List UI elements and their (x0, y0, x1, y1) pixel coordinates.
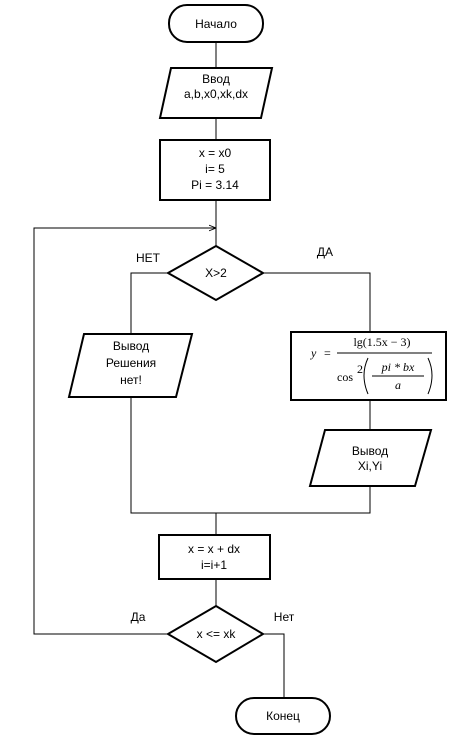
increment-line-1: x = x + dx (188, 542, 240, 556)
condition1-diamond: X>2 (165, 244, 266, 302)
yes-output-line-2: Xi,Yi (358, 459, 382, 473)
no-output-line-3: нет! (120, 373, 142, 387)
increment-block: x = x + dx i=i+1 (158, 534, 271, 580)
formula-numerator: lg(1.5x − 3) (353, 335, 410, 349)
init-line-3: Pi = 3.14 (191, 178, 239, 192)
formula-block: y = lg(1.5x − 3) cos 2 pi * bx a (290, 331, 447, 401)
formula-cos: cos (337, 370, 353, 384)
condition1-yes-label: ДА (317, 245, 333, 259)
no-output-line-1: Вывод (113, 339, 149, 353)
increment-line-2: i=i+1 (201, 558, 227, 572)
connector-condition2-no (263, 633, 285, 698)
condition1-label: X>2 (205, 266, 227, 280)
input-variables: a,b,x0,xk,dx (184, 87, 248, 101)
condition2-diamond: x <= xk (166, 604, 265, 664)
input-block: Ввод a,b,x0,xk,dx (158, 67, 274, 119)
connector-condition1-no (130, 272, 168, 334)
formula-right-paren (427, 357, 433, 395)
init-line-1: x = x0 (199, 146, 232, 160)
connector-no-output-to-merge (130, 397, 216, 514)
connector-condition1-yes (263, 272, 371, 332)
condition2-yes-label: Да (131, 610, 146, 624)
end-terminator: Конец (235, 697, 331, 735)
condition1-no-label: НЕТ (136, 251, 161, 265)
formula-inner-denominator: a (395, 378, 401, 392)
input-title: Ввод (202, 72, 230, 86)
formula-inner-numerator: pi * bx (381, 360, 415, 374)
end-label: Конец (266, 709, 300, 723)
no-output-line-2: Решения (106, 356, 156, 370)
start-label: Начало (195, 17, 237, 31)
condition2-no-label: Нет (274, 610, 295, 624)
formula-equals: = (324, 346, 331, 360)
init-block: x = x0 i= 5 Pi = 3.14 (159, 139, 271, 201)
formula-lhs: y (310, 346, 317, 360)
init-line-2: i= 5 (205, 162, 225, 176)
yes-output-block: Вывод Xi,Yi (308, 429, 433, 487)
formula-power: 2 (357, 362, 363, 376)
connector-loop-back (33, 228, 216, 635)
connector-yes-output-to-merge (216, 486, 371, 514)
no-solution-output: Вывод Решения нет! (67, 333, 194, 398)
yes-output-line-1: Вывод (352, 444, 388, 458)
condition2-label: x <= xk (197, 627, 237, 641)
start-terminator: Начало (168, 4, 264, 43)
connectors (33, 42, 371, 698)
formula-left-paren (363, 357, 369, 395)
